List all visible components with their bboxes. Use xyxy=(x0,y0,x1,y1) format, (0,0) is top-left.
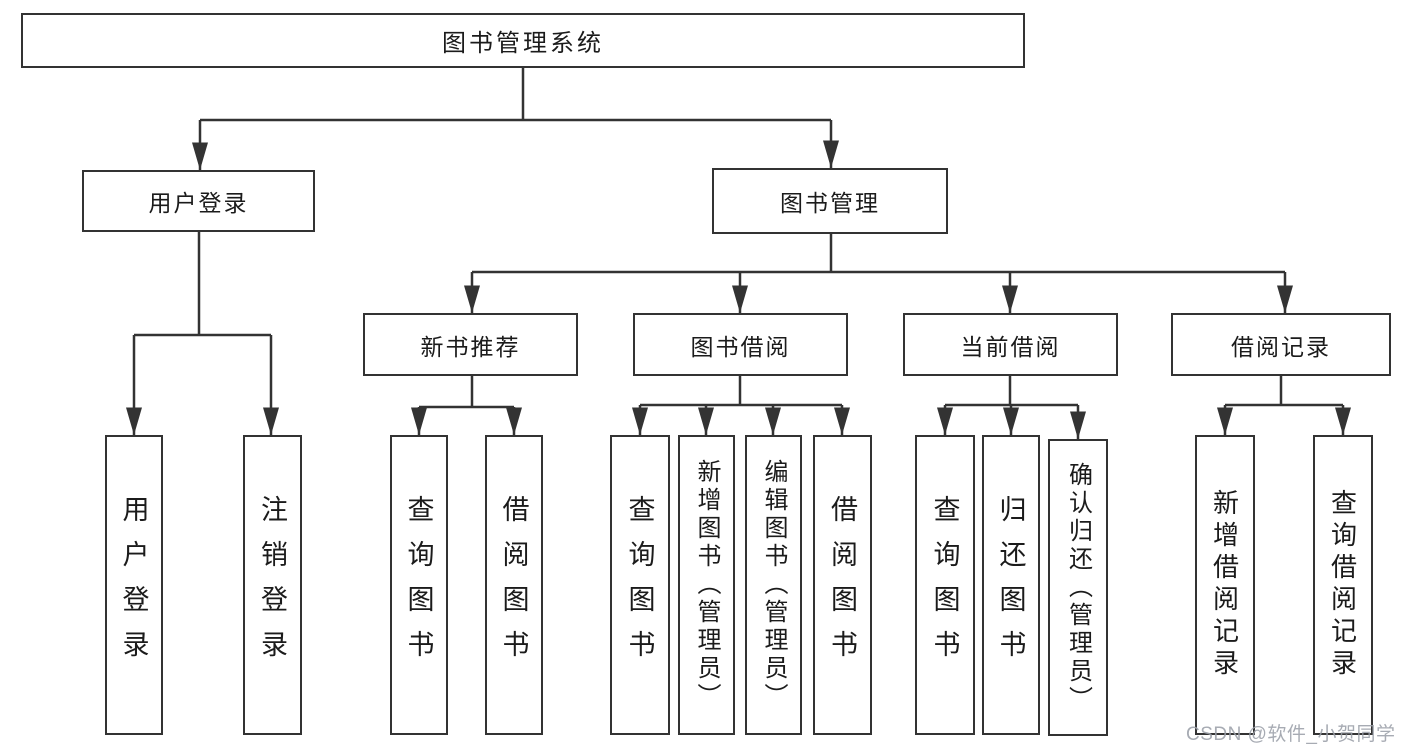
node-borrow-records: 借阅记录 xyxy=(1171,313,1391,376)
leaf-add-borrow-record-label: 新增借阅记录 xyxy=(1209,489,1240,681)
leaf-borrow-books-label: 借阅图书 xyxy=(827,495,857,675)
leaf-confirm-return-admin: 确认归还（管理员） xyxy=(1048,439,1108,736)
leaf-add-borrow-record: 新增借阅记录 xyxy=(1195,435,1255,735)
node-user-login: 用户登录 xyxy=(82,170,315,232)
leaf-user-login-label: 用户登录 xyxy=(118,495,149,675)
leaf-query-books-current: 查询图书 xyxy=(915,435,975,735)
node-root: 图书管理系统 xyxy=(21,13,1025,68)
leaf-return-book: 归还图书 xyxy=(982,435,1040,735)
node-book-borrow-label: 图书借阅 xyxy=(690,333,791,360)
leaf-query-books-recommend: 查询图书 xyxy=(390,435,448,735)
leaf-confirm-return-admin-label: 确认归还（管理员） xyxy=(1064,461,1092,714)
node-current-borrow: 当前借阅 xyxy=(903,313,1118,376)
leaf-add-book-admin-label: 新增图书（管理员） xyxy=(693,459,720,711)
leaf-query-books-borrow-label: 查询图书 xyxy=(624,495,655,675)
node-book-borrow: 图书借阅 xyxy=(633,313,848,376)
leaf-query-books-borrow: 查询图书 xyxy=(610,435,670,735)
watermark: CSDN @软件_小贺同学 xyxy=(1186,724,1396,745)
node-new-book-recommend: 新书推荐 xyxy=(363,313,578,376)
leaf-user-login: 用户登录 xyxy=(105,435,163,735)
node-new-book-recommend-label: 新书推荐 xyxy=(420,333,521,360)
leaf-logout: 注销登录 xyxy=(243,435,302,735)
leaf-add-book-admin: 新增图书（管理员） xyxy=(678,435,735,735)
leaf-edit-book-admin-label: 编辑图书（管理员） xyxy=(760,459,787,711)
leaf-borrow-books-recommend: 借阅图书 xyxy=(485,435,543,735)
node-book-management-label: 图书管理 xyxy=(780,190,880,216)
node-root-label: 图书管理系统 xyxy=(442,30,604,57)
node-borrow-records-label: 借阅记录 xyxy=(1231,333,1331,360)
leaf-query-books-recommend-label: 查询图书 xyxy=(403,495,434,675)
leaf-query-borrow-record: 查询借阅记录 xyxy=(1313,435,1373,735)
node-user-login-label: 用户登录 xyxy=(148,190,249,216)
leaf-borrow-books: 借阅图书 xyxy=(813,435,872,735)
leaf-edit-book-admin: 编辑图书（管理员） xyxy=(745,435,802,735)
leaf-query-books-current-label: 查询图书 xyxy=(929,495,960,675)
leaf-logout-label: 注销登录 xyxy=(257,495,287,675)
node-book-management: 图书管理 xyxy=(712,168,948,234)
leaf-return-book-label: 归还图书 xyxy=(995,495,1026,675)
leaf-query-borrow-record-label: 查询借阅记录 xyxy=(1327,489,1358,681)
leaf-borrow-books-recommend-label: 借阅图书 xyxy=(498,495,529,675)
node-current-borrow-label: 当前借阅 xyxy=(960,333,1061,360)
